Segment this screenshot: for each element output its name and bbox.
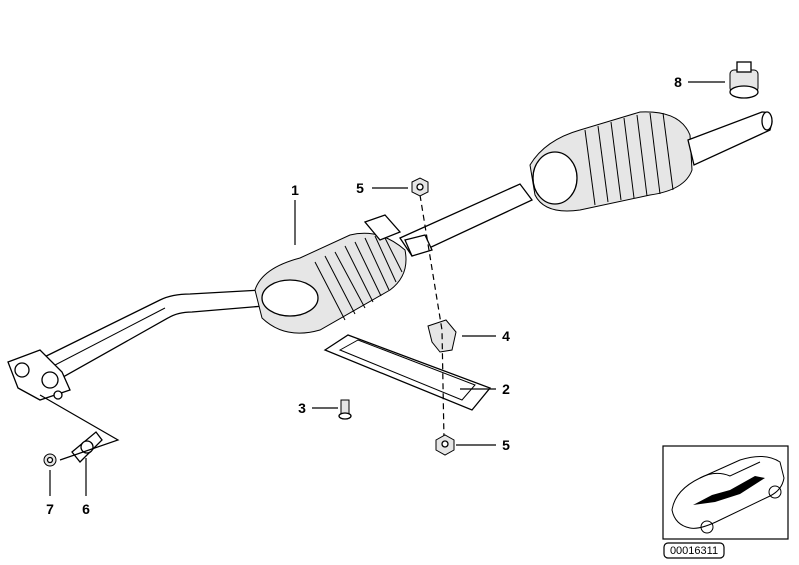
hex-nut-bottom[interactable] <box>435 434 455 456</box>
callout-7: 7 <box>46 501 54 517</box>
clamp[interactable] <box>729 61 759 99</box>
hex-nut-top[interactable] <box>411 177 429 197</box>
car-location-inset <box>662 445 789 540</box>
callout-2: 2 <box>502 381 510 397</box>
callout-8: 8 <box>674 74 682 90</box>
part-number: 00016311 <box>670 545 718 557</box>
callout-3: 3 <box>298 400 306 416</box>
heat-shield[interactable] <box>323 334 492 411</box>
callout-4: 4 <box>502 328 510 344</box>
callout-6: 6 <box>82 501 90 517</box>
callout-1: 1 <box>291 182 299 198</box>
part-number-box <box>663 542 725 559</box>
catalytic-converter-front[interactable] <box>254 232 407 334</box>
bolt[interactable] <box>338 399 352 420</box>
front-flange <box>7 349 71 401</box>
catalytic-converter-rear[interactable] <box>529 111 773 212</box>
callout-5-bottom: 5 <box>502 437 510 453</box>
middle-pipe[interactable] <box>363 183 534 257</box>
callout-5-top: 5 <box>356 180 364 196</box>
front-pipe[interactable] <box>7 289 265 401</box>
nut-7[interactable] <box>43 453 57 467</box>
